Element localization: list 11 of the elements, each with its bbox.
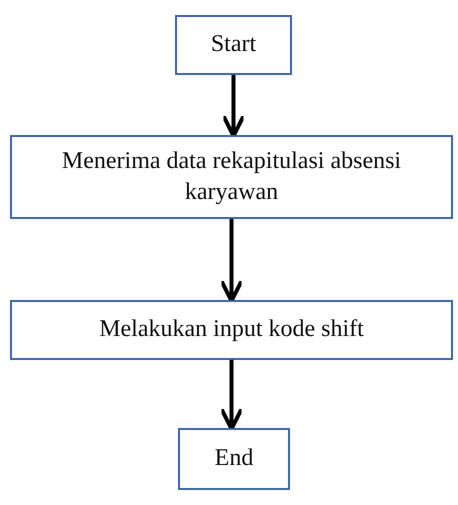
process-box — [10, 135, 453, 219]
process-box — [178, 428, 290, 490]
process-box — [10, 300, 453, 360]
arrow — [220, 219, 244, 303]
box-label: Start — [210, 30, 256, 60]
arrow — [222, 75, 246, 138]
box-label: Menerima data rekapitulasi absensi karyawan — [60, 146, 402, 207]
process-box — [175, 15, 292, 75]
arrow — [220, 360, 244, 431]
box-label: Melakukan input kode shift — [99, 315, 364, 344]
box-label: End — [214, 444, 254, 474]
